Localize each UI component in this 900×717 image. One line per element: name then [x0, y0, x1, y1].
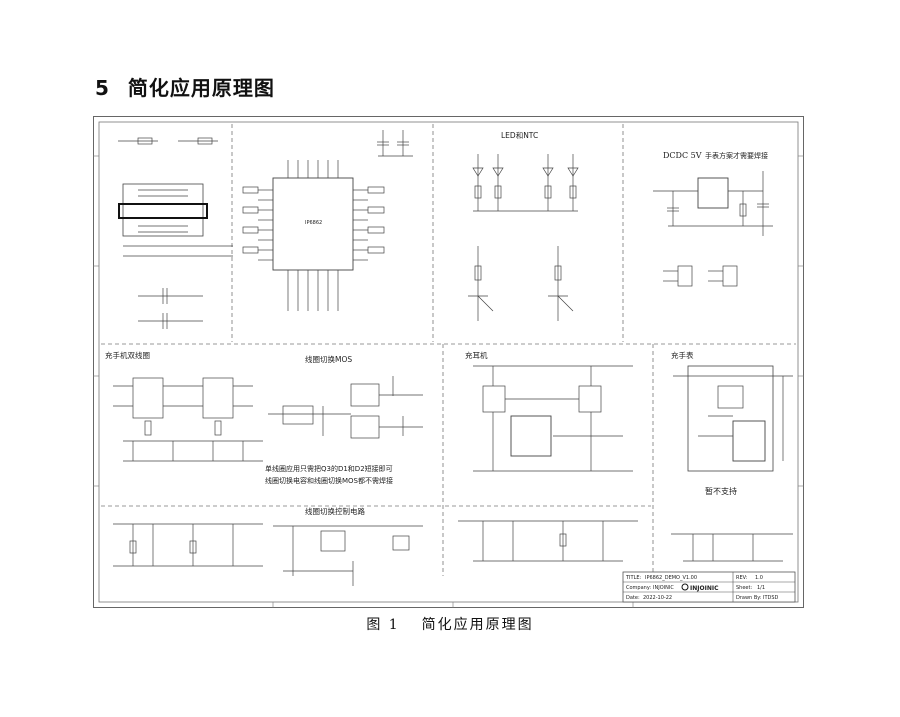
block-title-charger-coil: 充手机双线圈	[105, 350, 150, 360]
region-top-left	[118, 137, 233, 329]
company-value: INJOINIC	[653, 585, 674, 591]
region-main-chip	[242, 130, 413, 311]
section-heading: 5 简化应用原理图	[95, 72, 275, 101]
frame-ticks	[93, 155, 804, 608]
figure-title: 简化应用原理图	[421, 617, 534, 633]
company-logo-text: INJOINIC	[690, 585, 719, 592]
rev-key: REV:	[736, 575, 748, 581]
block-title-coil-switch-mos: 线圈切换MOS	[305, 354, 352, 364]
region-dcdc	[653, 171, 773, 287]
title-value: IP6862_DEMO_V1.00	[645, 575, 697, 581]
company-key: Company:	[626, 585, 651, 591]
block-title-watch: 充手表	[671, 350, 694, 360]
region-earphone	[458, 365, 638, 562]
sheet-key: Sheet:	[736, 585, 752, 591]
block-title-coil-control: 线圈切换控制电路	[305, 506, 365, 516]
block-title-earphone: 充耳机	[465, 350, 488, 360]
schematic-drawing: IP6862 LED和NTC DCDC 5V 手表方案才需要焊接 充手机双线圈 …	[93, 116, 804, 608]
region-watch	[671, 365, 793, 562]
section-number: 5	[95, 76, 110, 100]
main-chip-body	[272, 177, 354, 271]
sheet-inner-frame	[98, 121, 799, 603]
figure-label: 图 1	[366, 617, 400, 633]
block-title-led-ntc: LED和NTC	[501, 131, 538, 140]
drawn-value: ITDSD	[763, 595, 779, 601]
title-key: TITLE:	[625, 575, 642, 581]
region-led-ntc	[468, 154, 579, 321]
region-separators	[101, 124, 796, 576]
sheet-value: 1/1	[757, 585, 765, 591]
sheet-outer-frame	[93, 116, 804, 608]
section-title: 简化应用原理图	[127, 76, 275, 100]
block-title-dcdc: DCDC 5V	[663, 151, 702, 160]
date-key: Date:	[626, 595, 640, 601]
dcdc-note: 手表方案才需要焊接	[705, 151, 768, 160]
drawn-key: Drawn By:	[736, 595, 762, 601]
main-chip-label: IP6862	[305, 220, 322, 226]
coil-note-line-1: 单线圈应用只需把Q3的D1和D2短接即可	[265, 464, 393, 473]
not-supported-note: 暂不支持	[705, 486, 737, 496]
region-coil-control	[113, 523, 423, 586]
region-coil-switch-mos	[268, 376, 423, 439]
company-logo: INJOINIC	[681, 583, 719, 592]
title-block	[622, 571, 796, 603]
region-charger-coil	[113, 377, 263, 462]
schematic-sheet: IP6862 LED和NTC DCDC 5V 手表方案才需要焊接 充手机双线圈 …	[93, 116, 804, 608]
date-value: 2022-10-22	[643, 595, 672, 601]
coil-note-line-2: 线圈切换电容和线圈切换MOS都不需焊接	[265, 476, 393, 485]
rev-value: 1.0	[755, 575, 763, 581]
figure-caption: 图 1 简化应用原理图	[0, 614, 900, 634]
